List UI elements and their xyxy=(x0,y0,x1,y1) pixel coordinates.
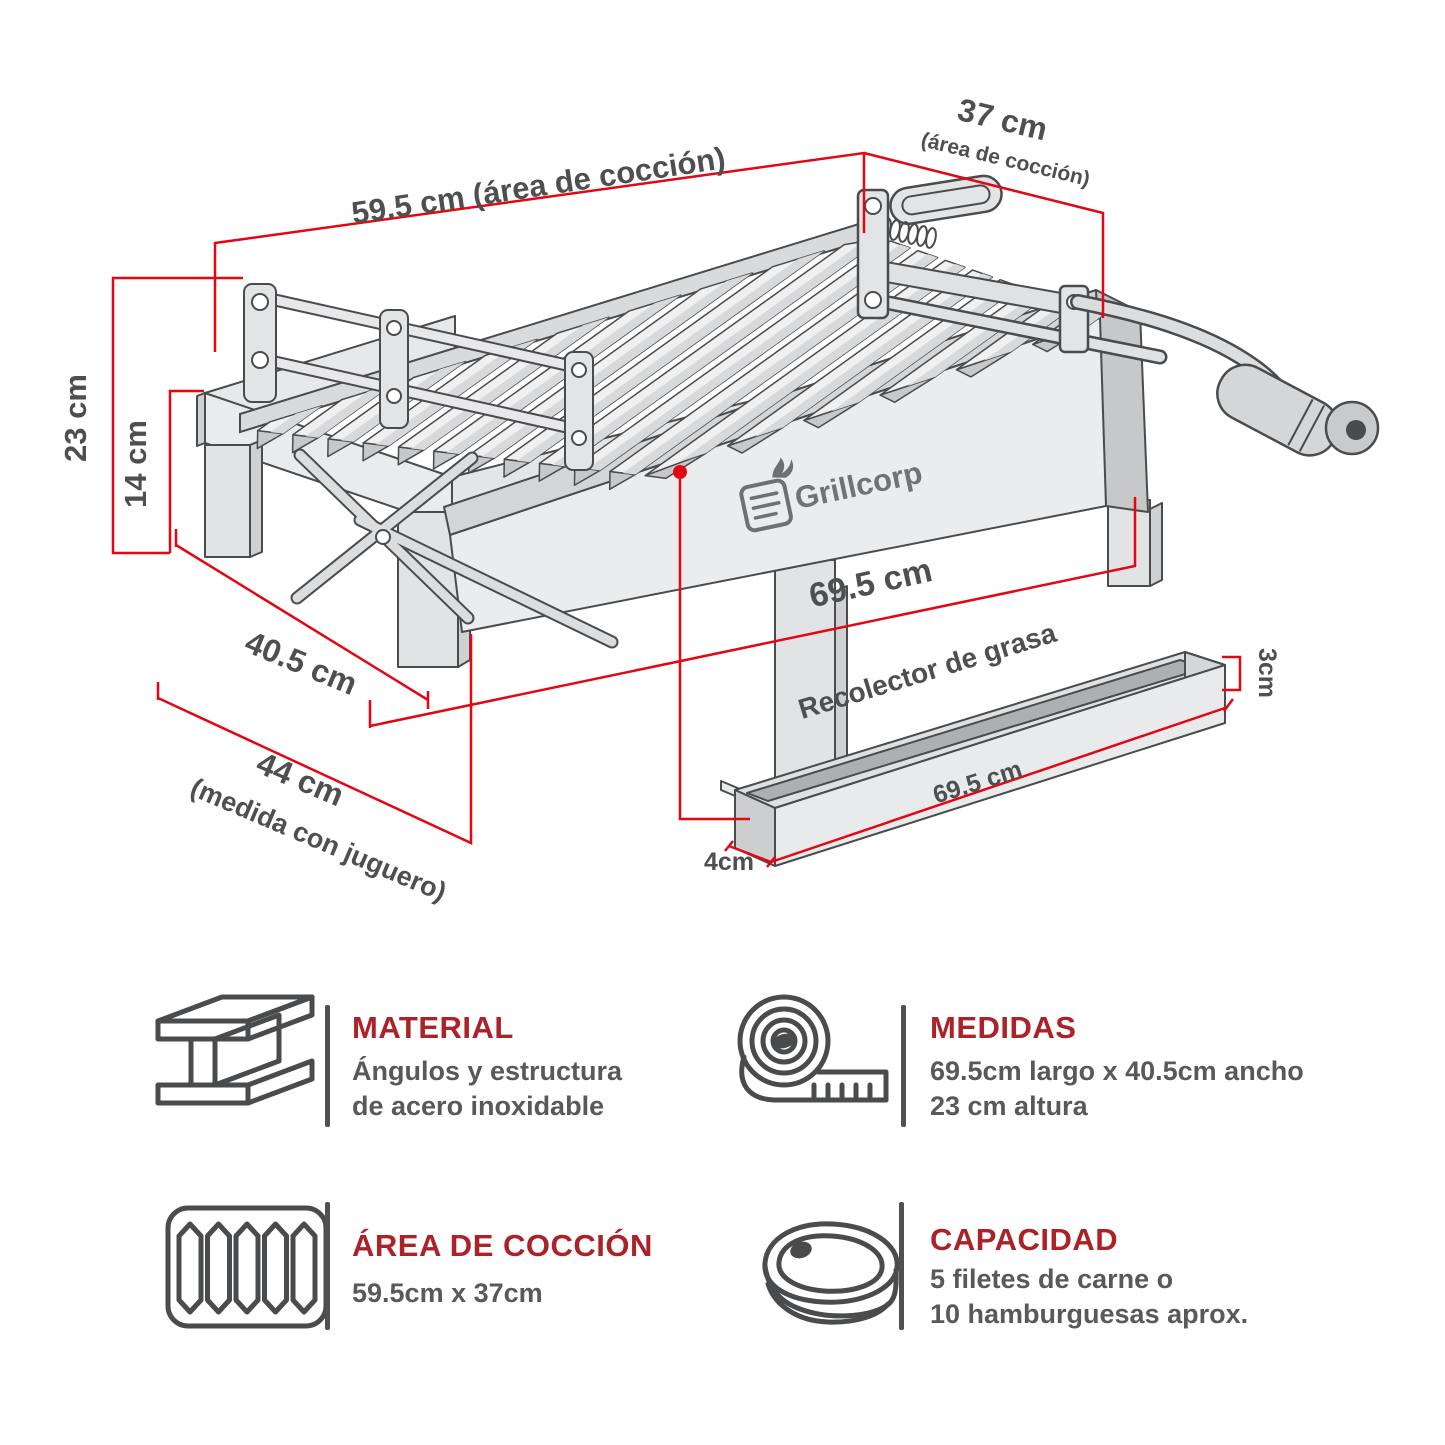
tray-length-line xyxy=(770,698,1234,864)
crank-mechanism xyxy=(856,174,1380,457)
spec-line: 23 cm altura xyxy=(930,1091,1088,1121)
tray-pointer-line xyxy=(678,479,750,821)
dim-body-length-line xyxy=(368,497,1137,728)
spec-line: de acero inoxidable xyxy=(352,1091,605,1121)
tray-height-label: 3cm xyxy=(1253,648,1281,698)
dim-total-height-line xyxy=(111,276,243,555)
grill-grate-icon xyxy=(165,1205,329,1329)
spec-title-area: ÁREA DE COCCIÓN xyxy=(352,1228,653,1263)
divider xyxy=(899,1202,904,1330)
scissor-linkage xyxy=(290,448,619,649)
dim-depth-label: 40.5 cm xyxy=(240,624,362,702)
divider xyxy=(325,1005,330,1127)
dim-frame-height-label: 14 cm xyxy=(118,420,153,508)
tray-height-line xyxy=(1222,655,1242,692)
dim-depth-line xyxy=(174,529,430,709)
flame-icon xyxy=(772,457,794,478)
spec-title-capacidad: CAPACIDAD xyxy=(930,1222,1119,1257)
dim-cooking-length-line xyxy=(213,151,866,352)
dim-cooking-length-label: 59.5 cm (área de cocción) xyxy=(349,140,727,230)
dim-frame-height-line xyxy=(168,389,204,553)
spec-line: 10 hamburguesas aprox. xyxy=(930,1299,1249,1329)
spec-line: 59.5cm x 37cm xyxy=(352,1278,543,1308)
divider xyxy=(325,1202,330,1330)
steel-beam-icon xyxy=(155,994,315,1106)
tray-width-label: 4cm xyxy=(704,848,754,876)
dim-total-height-label: 23 cm xyxy=(58,374,93,462)
spec-line: Ángulos y estructura xyxy=(352,1056,623,1086)
dimension-lines xyxy=(111,151,1242,868)
tray-pointer-dot xyxy=(673,465,687,479)
side-rail-ladder xyxy=(243,283,594,471)
grease-tray xyxy=(720,651,1226,867)
steak-icon xyxy=(762,1221,900,1325)
spec-line: 5 filetes de carne o xyxy=(930,1264,1174,1294)
dim-cooking-width-line xyxy=(863,151,1105,318)
crank-handle xyxy=(1216,363,1380,457)
divider xyxy=(901,1005,906,1127)
tape-measure-icon xyxy=(737,994,889,1103)
spec-title-material: MATERIAL xyxy=(352,1010,514,1045)
spec-title-medidas: MEDIDAS xyxy=(930,1010,1077,1045)
spec-line: 69.5cm largo x 40.5cm ancho xyxy=(930,1056,1304,1086)
